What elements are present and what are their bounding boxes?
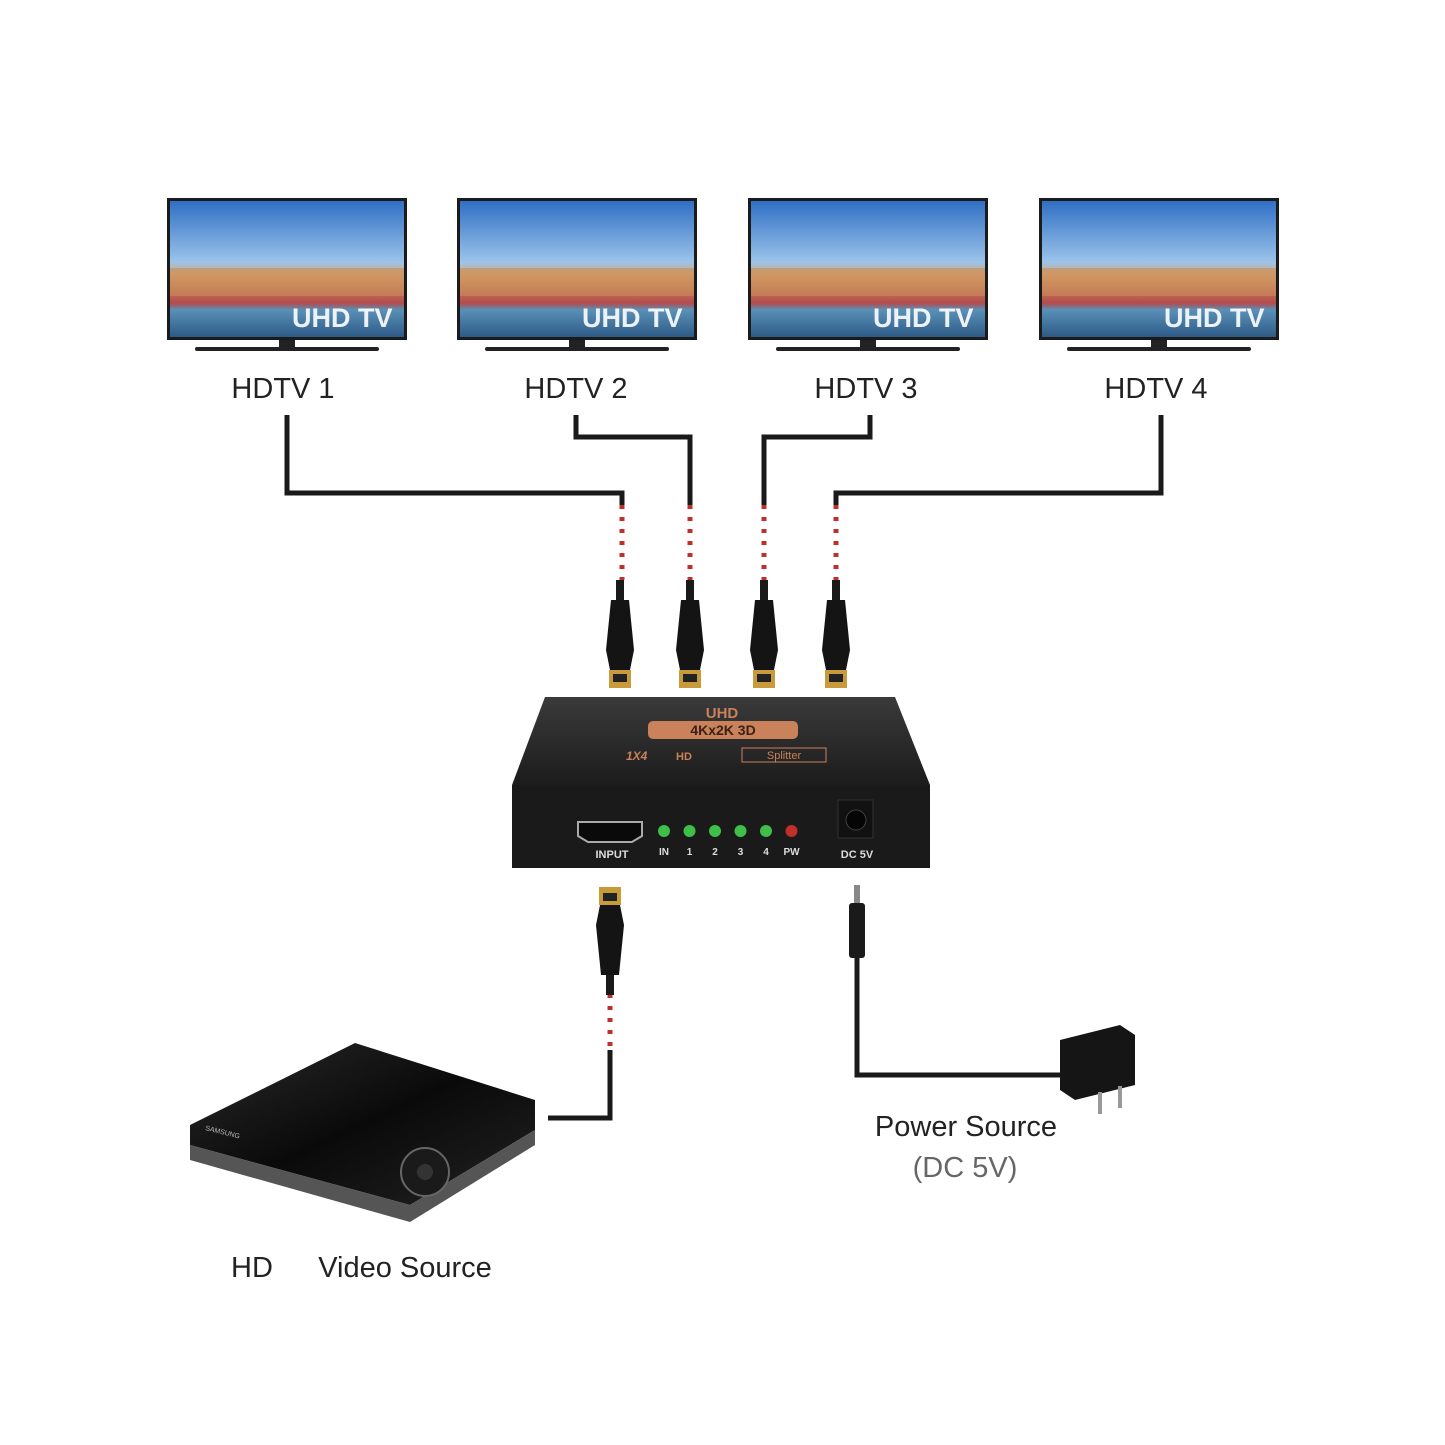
power-source-label: Power Source bbox=[874, 1111, 1058, 1143]
tv-4-label: HDTV 4 bbox=[1104, 373, 1208, 405]
tv-screen-text: UHD TV bbox=[582, 303, 683, 333]
tv-3-label: HDTV 3 bbox=[814, 373, 918, 405]
led-4 bbox=[760, 825, 772, 837]
hdmi-cables bbox=[284, 415, 1164, 1121]
led-2 bbox=[709, 825, 721, 837]
led-pw bbox=[785, 825, 798, 837]
splitter-hd: HD bbox=[676, 751, 692, 763]
led-label: PW bbox=[783, 847, 800, 858]
led-label: 1 bbox=[687, 847, 693, 858]
led-label: IN bbox=[659, 847, 669, 858]
video-source-label: Video Source bbox=[318, 1252, 492, 1284]
led-label: 3 bbox=[738, 847, 744, 858]
tv-2-label: HDTV 2 bbox=[524, 373, 628, 405]
tv-screen-texts: UHD TV UHD TV UHD TV UHD TV bbox=[292, 303, 1265, 333]
tv-1-label: HDTV 1 bbox=[231, 373, 335, 405]
hdmi-input-port bbox=[577, 821, 643, 843]
led-label: 2 bbox=[712, 847, 718, 858]
led-3 bbox=[734, 825, 747, 837]
video-source-player: SAMSUNG bbox=[190, 1043, 535, 1222]
video-source-prefix: HD bbox=[231, 1252, 273, 1284]
tv-screen-text: UHD TV bbox=[1164, 303, 1265, 333]
power-source-sublabel: (DC 5V) bbox=[912, 1152, 1018, 1184]
dc-port-label: DC 5V bbox=[841, 849, 874, 861]
input-port-label: INPUT bbox=[596, 849, 629, 861]
tv-screen-text: UHD TV bbox=[873, 303, 974, 333]
braided-sections bbox=[607, 505, 839, 1050]
tv-screen-text: UHD TV bbox=[292, 303, 393, 333]
hdmi-splitter: UHD 4Kx2K 3D 1X4 HD Splitter INPUT IN 1 2 3… bbox=[512, 697, 930, 868]
splitter-brand: UHD bbox=[706, 705, 739, 722]
led-in bbox=[658, 825, 670, 837]
splitter-model: 1X4 bbox=[626, 749, 648, 763]
splitter-name: Splitter bbox=[767, 750, 802, 762]
dc-jack-plug bbox=[849, 885, 865, 958]
power-adapter bbox=[1060, 1025, 1135, 1114]
splitter-badge: 4Kx2K 3D bbox=[690, 722, 755, 738]
led-1 bbox=[683, 825, 696, 837]
led-label: 4 bbox=[763, 847, 769, 858]
